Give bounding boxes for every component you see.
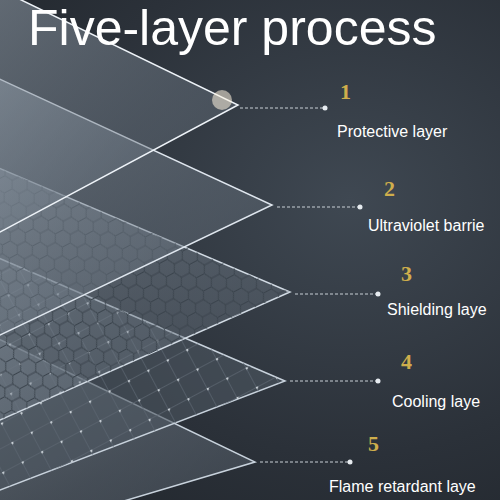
- leader-dot: [348, 460, 353, 465]
- leader-line: [260, 462, 350, 463]
- callout-number: 2: [384, 177, 395, 201]
- layer-label: Protective layer: [337, 122, 447, 142]
- leader-line: [277, 207, 360, 208]
- callout-number: 3: [401, 262, 412, 286]
- leader-dot: [358, 205, 363, 210]
- callout-number: 5: [368, 432, 379, 456]
- layer-label: Ultraviolet barrie: [368, 216, 484, 236]
- leader-dot: [376, 379, 381, 384]
- callout-number: 1: [340, 80, 351, 104]
- leader-line: [295, 294, 378, 295]
- leader-line: [240, 108, 325, 109]
- leader-line: [290, 381, 378, 382]
- leader-dot: [323, 106, 328, 111]
- light-flare: [212, 90, 232, 110]
- layer-label: Shielding laye: [387, 300, 487, 320]
- layer-label: Cooling laye: [392, 392, 480, 412]
- leader-dot: [376, 292, 381, 297]
- callout-number: 4: [401, 350, 412, 374]
- layer-label: Flame retardant laye: [329, 477, 476, 497]
- diagram-title: Five-layer process: [28, 0, 436, 56]
